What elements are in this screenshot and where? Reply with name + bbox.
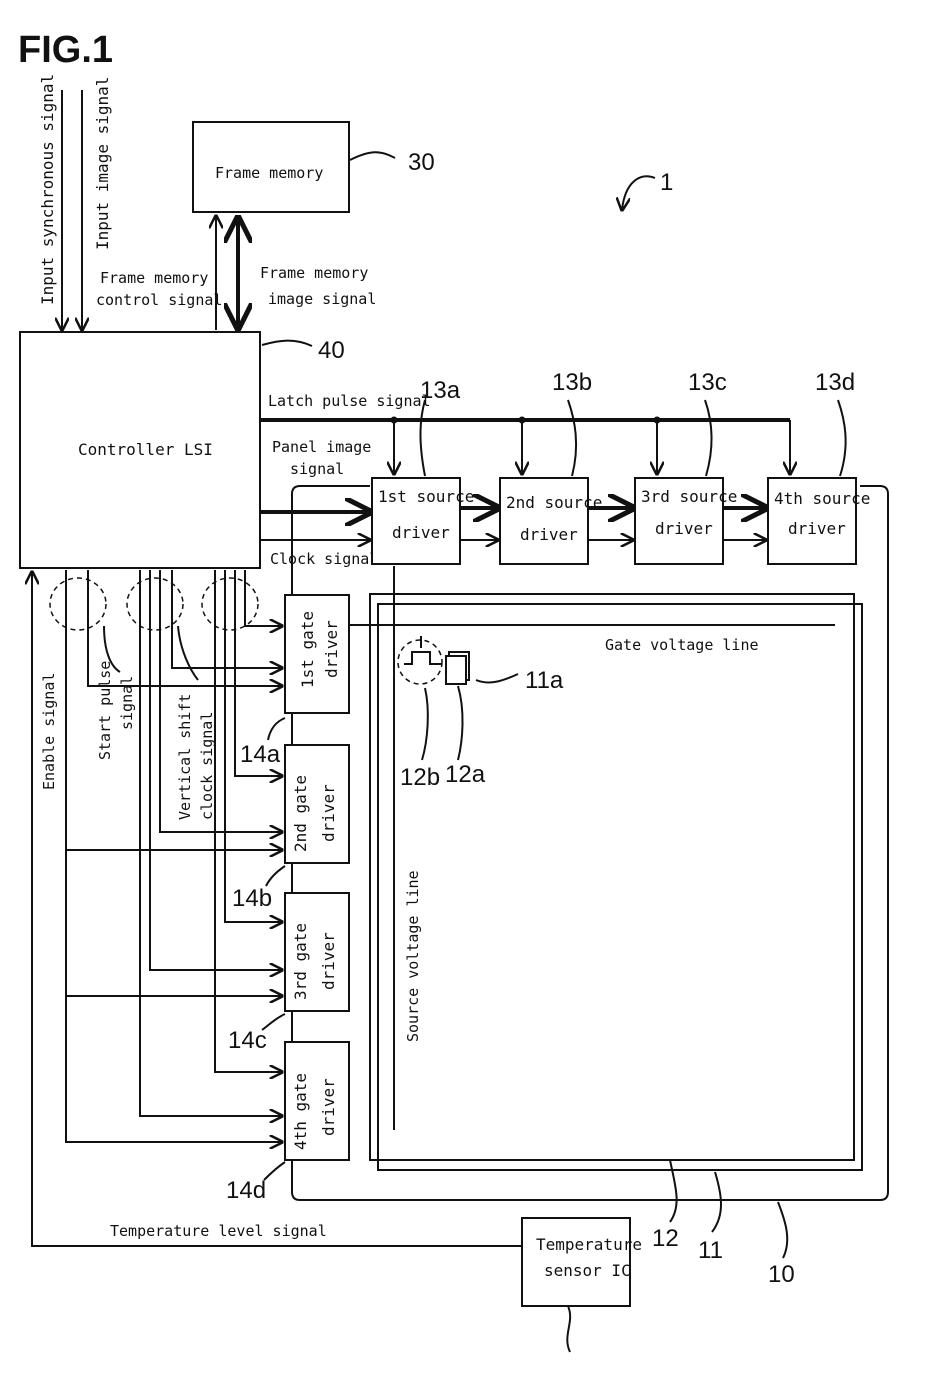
start-pulse-label-1: Start pulse	[96, 661, 114, 760]
ref-14d-leader	[264, 1162, 285, 1180]
ref-12b-leader	[422, 688, 428, 760]
gate-driver-4-l1: 4th gate	[291, 1073, 310, 1150]
vclk-to-gd1	[245, 570, 282, 626]
ref-10: 10	[768, 1261, 795, 1288]
vshift-label-1: Vertical shift	[176, 694, 194, 820]
vshift-label-2: clock signal	[198, 712, 216, 820]
source-driver-2-l1: 2nd source	[506, 493, 602, 512]
ref-11-leader	[712, 1172, 721, 1232]
gate-driver-3-l1: 3rd gate	[291, 923, 310, 1000]
ref-13a: 13a	[420, 377, 461, 404]
ref-14b-leader	[266, 866, 285, 886]
source-driver-4-l2: driver	[788, 519, 846, 538]
pixel-cap-front	[446, 656, 466, 684]
fm-control-label-1: Frame memory	[100, 269, 208, 287]
ref-10-leader	[778, 1202, 787, 1258]
gate-driver-1-l2: driver	[322, 620, 341, 678]
fm-image-label-1: Frame memory	[260, 264, 368, 282]
input-image-label: Input image signal	[93, 77, 112, 250]
panel-outline-12	[370, 594, 854, 1160]
source-voltage-label: Source voltage line	[404, 870, 422, 1042]
ref-12: 12	[652, 1225, 679, 1252]
ref-14a: 14a	[240, 741, 281, 768]
ref-13c-leader	[705, 400, 712, 476]
panel-image-label-1: Panel image	[272, 438, 371, 456]
start-group-ellipse	[127, 578, 183, 630]
ref-13c: 13c	[688, 369, 727, 396]
ref-13b: 13b	[552, 369, 592, 396]
gate-driver-3-l2: driver	[319, 932, 338, 990]
panel-outline-11	[378, 604, 862, 1170]
enable-group-ellipse	[50, 578, 106, 630]
latch-label: Latch pulse signal	[268, 392, 431, 410]
gate-driver-1-l1: 1st gate	[298, 611, 317, 688]
vshift-label-leader	[178, 626, 198, 680]
gate-driver-2-l1: 2nd gate	[291, 775, 310, 852]
temp-sensor-l1: Temperature	[536, 1235, 642, 1254]
source-driver-3-l2: driver	[655, 519, 713, 538]
ref-12a: 12a	[445, 761, 486, 788]
figure-title: FIG.1	[18, 29, 113, 71]
clock-label: Clock signal	[270, 550, 378, 568]
ref-11a-leader	[476, 674, 518, 682]
system-ref: 1	[660, 169, 673, 196]
system-ref-leader	[622, 176, 655, 210]
enable-label: Enable signal	[40, 673, 58, 790]
latch-dot-2	[519, 417, 526, 424]
ref-14d: 14d	[226, 1177, 266, 1204]
latch-dot-3	[654, 417, 661, 424]
ref-11: 11	[698, 1237, 723, 1264]
ref-12b: 12b	[400, 764, 440, 791]
temp-sensor-l2: sensor IC	[544, 1261, 631, 1280]
ref-13a-leader	[420, 400, 425, 476]
ref-13b-leader	[568, 400, 576, 476]
ref-14a-leader	[268, 718, 285, 740]
source-driver-4-l1: 4th source	[774, 489, 870, 508]
source-driver-2	[500, 478, 588, 564]
vclk-group-ellipse	[202, 578, 258, 630]
source-driver-2-l2: driver	[520, 525, 578, 544]
ref-14b: 14b	[232, 885, 272, 912]
fm-control-label-2: control signal	[96, 291, 222, 309]
gate-driver-2-l2: driver	[319, 784, 338, 842]
start-pulse-label-2: signal	[118, 676, 136, 730]
ref-13d: 13d	[815, 369, 855, 396]
input-sync-label: Input synchronous signal	[38, 74, 57, 305]
gate-driver-4-l2: driver	[319, 1078, 338, 1136]
source-driver-1-l2: driver	[392, 523, 450, 542]
ref-12a-leader	[458, 686, 463, 760]
tft-symbol	[404, 652, 442, 664]
controller-label: Controller LSI	[78, 440, 213, 459]
fm-image-label-2: image signal	[268, 290, 376, 308]
source-driver-3-l1: 3rd source	[641, 487, 737, 506]
panel-image-label-2: signal	[290, 460, 344, 478]
start-to-gd1	[172, 570, 282, 668]
ref-13d-leader	[838, 400, 846, 476]
frame-memory-ref-leader	[350, 152, 395, 160]
controller-ref: 40	[318, 337, 345, 364]
temp-sensor-leader	[567, 1306, 570, 1352]
ref-11a: 11a	[525, 667, 564, 694]
frame-memory-ref: 30	[408, 149, 435, 176]
controller-ref-leader	[262, 341, 312, 346]
latch-dot-1	[391, 417, 398, 424]
enable-to-gd4	[66, 570, 282, 1142]
temperature-level-label: Temperature level signal	[110, 1222, 327, 1240]
ref-14c: 14c	[228, 1027, 267, 1054]
source-driver-1-l1: 1st source	[378, 487, 474, 506]
frame-memory-label: Frame memory	[215, 164, 323, 182]
gate-voltage-label: Gate voltage line	[605, 636, 759, 654]
